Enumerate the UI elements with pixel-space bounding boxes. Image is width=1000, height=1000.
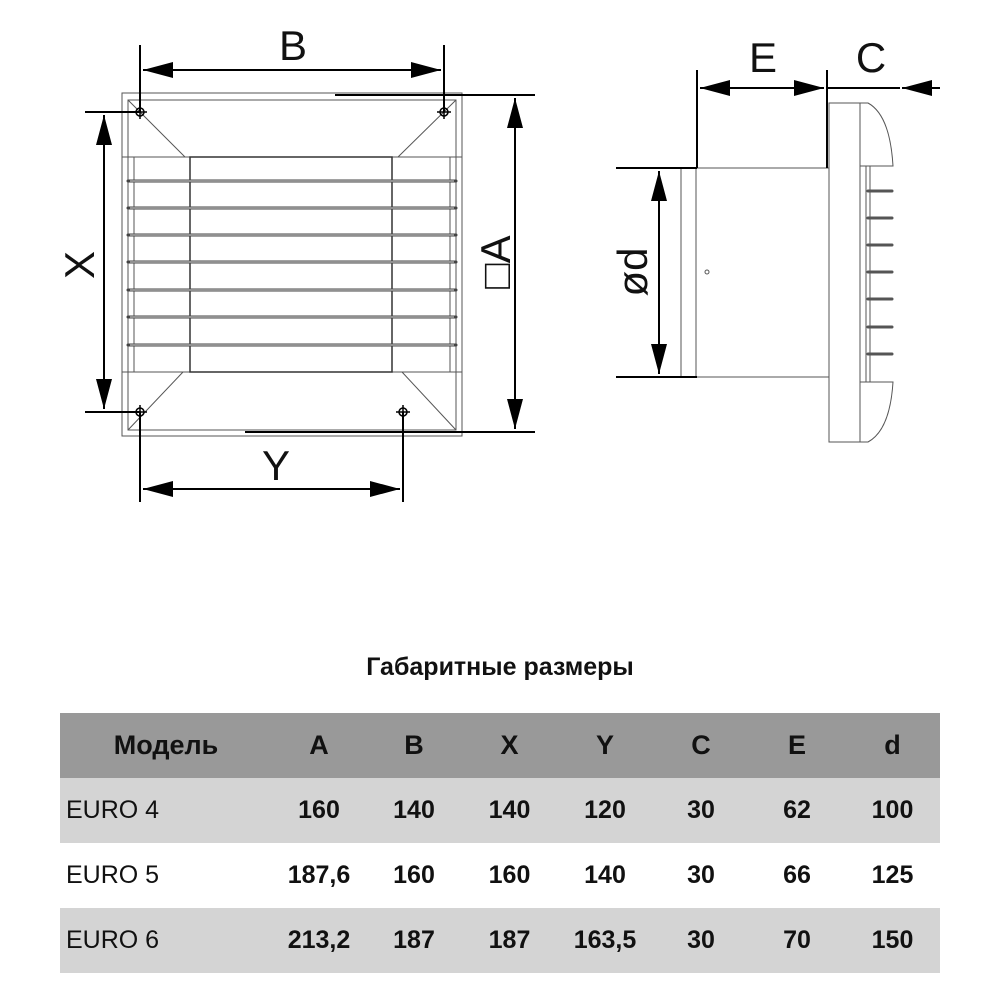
- table-row: EURO 4 160 140 140 120 30 62 100: [60, 778, 940, 843]
- side-dimension-lines: [616, 70, 940, 378]
- cell: 187: [462, 908, 557, 973]
- cell: 30: [653, 843, 749, 908]
- cell: 62: [749, 778, 845, 843]
- header-b: B: [366, 713, 462, 778]
- cell-model: EURO 5: [60, 843, 272, 908]
- cell: 160: [366, 843, 462, 908]
- cell: 213,2: [272, 908, 366, 973]
- cell: 70: [749, 908, 845, 973]
- cell: 100: [845, 778, 940, 843]
- louver-slats-highlight: [130, 180, 454, 346]
- header-d: d: [845, 713, 940, 778]
- cell: 140: [462, 778, 557, 843]
- header-a: A: [272, 713, 366, 778]
- cell: 30: [653, 778, 749, 843]
- header-y: Y: [557, 713, 653, 778]
- label-c: C: [856, 34, 886, 81]
- dimensions-table: Модель A B X Y C E d EURO 4 160 140 140 …: [60, 713, 940, 973]
- header-c: C: [653, 713, 749, 778]
- cell: 187,6: [272, 843, 366, 908]
- dimension-lines: [85, 45, 535, 502]
- side-slats: [866, 189, 894, 356]
- cell: 66: [749, 843, 845, 908]
- label-y: Y: [262, 442, 290, 489]
- table-row: EURO 6 213,2 187 187 163,5 30 70 150: [60, 908, 940, 973]
- front-view: [121, 92, 463, 437]
- cell: 160: [462, 843, 557, 908]
- louver-slats: [126, 179, 458, 347]
- cell: 120: [557, 778, 653, 843]
- cell-model: EURO 4: [60, 778, 272, 843]
- header-x: X: [462, 713, 557, 778]
- cell: 150: [845, 908, 940, 973]
- label-d: ød: [609, 247, 656, 296]
- cell: 140: [557, 843, 653, 908]
- label-b: B: [279, 22, 307, 69]
- cell: 160: [272, 778, 366, 843]
- cell: 187: [366, 908, 462, 973]
- cell: 163,5: [557, 908, 653, 973]
- table-row: EURO 5 187,6 160 160 140 30 66 125: [60, 843, 940, 908]
- dimension-drawing: B Y X □A E C ød: [56, 22, 940, 502]
- cell-model: EURO 6: [60, 908, 272, 973]
- side-view: [680, 102, 894, 443]
- table-title: Габаритные размеры: [366, 653, 634, 681]
- header-e: E: [749, 713, 845, 778]
- label-x: X: [56, 251, 103, 279]
- table-header-row: Модель A B X Y C E d: [60, 713, 940, 778]
- cell: 140: [366, 778, 462, 843]
- cell: 125: [845, 843, 940, 908]
- label-e: E: [749, 34, 777, 81]
- header-model: Модель: [60, 713, 272, 778]
- label-a: □A: [472, 235, 519, 288]
- cell: 30: [653, 908, 749, 973]
